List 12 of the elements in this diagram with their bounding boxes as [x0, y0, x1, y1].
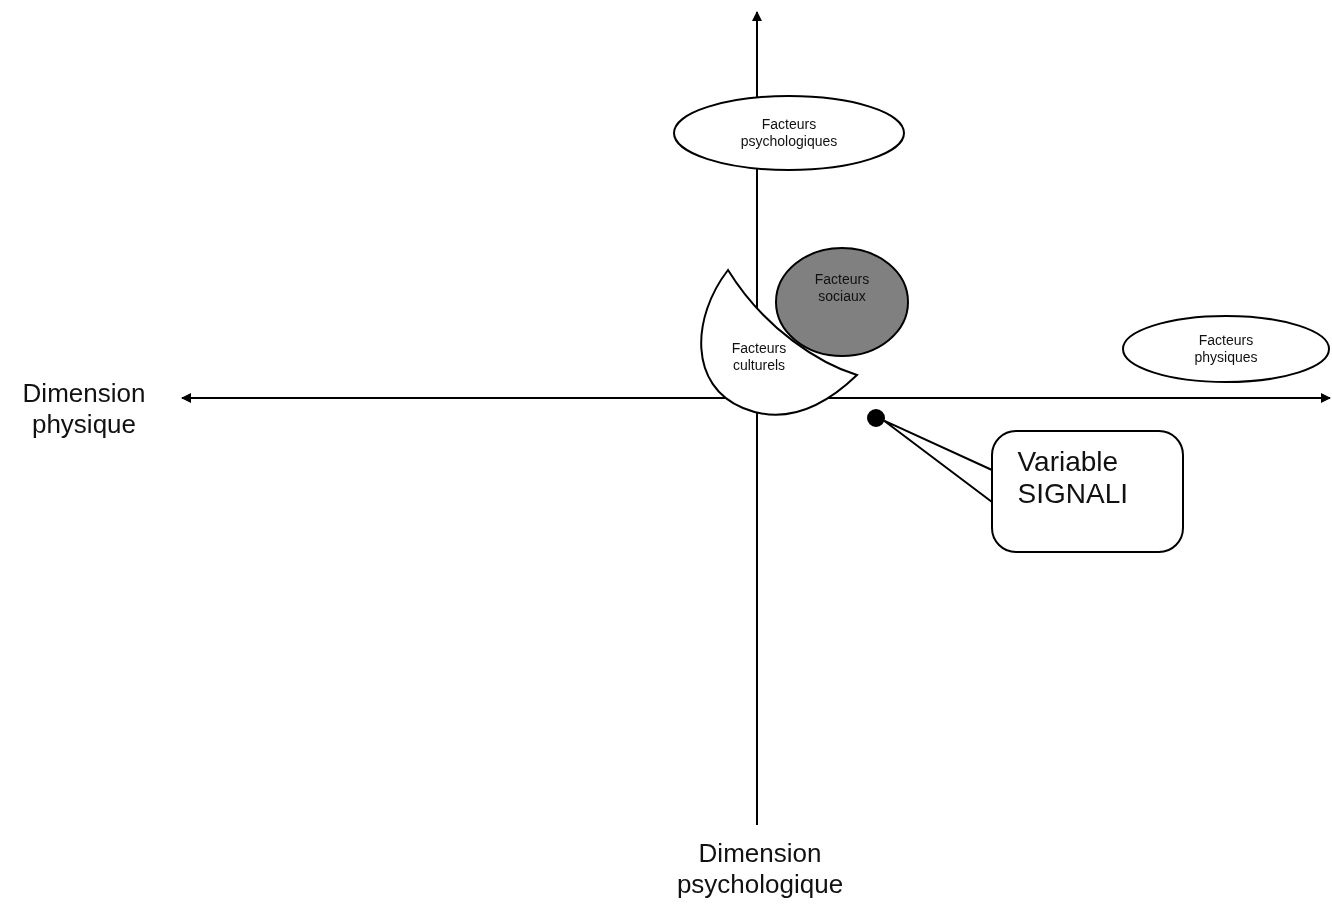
factor-ellipse [1122, 315, 1330, 383]
shape-label: Facteurs sociaux [813, 271, 871, 305]
axis-label: Dimension physique [21, 378, 147, 440]
factor-ellipse [673, 95, 905, 171]
callout-text: Variable SIGNALI [1017, 445, 1129, 510]
axis-label: Dimension psychologique [675, 838, 845, 900]
data-point [867, 409, 885, 427]
shape-label: Facteurs physiques [1193, 332, 1259, 366]
shape-label: Facteurs culturels [730, 340, 788, 374]
callout-box [991, 430, 1184, 553]
callout-pointer [883, 419, 993, 503]
shape-label: Facteurs psychologiques [739, 116, 839, 150]
